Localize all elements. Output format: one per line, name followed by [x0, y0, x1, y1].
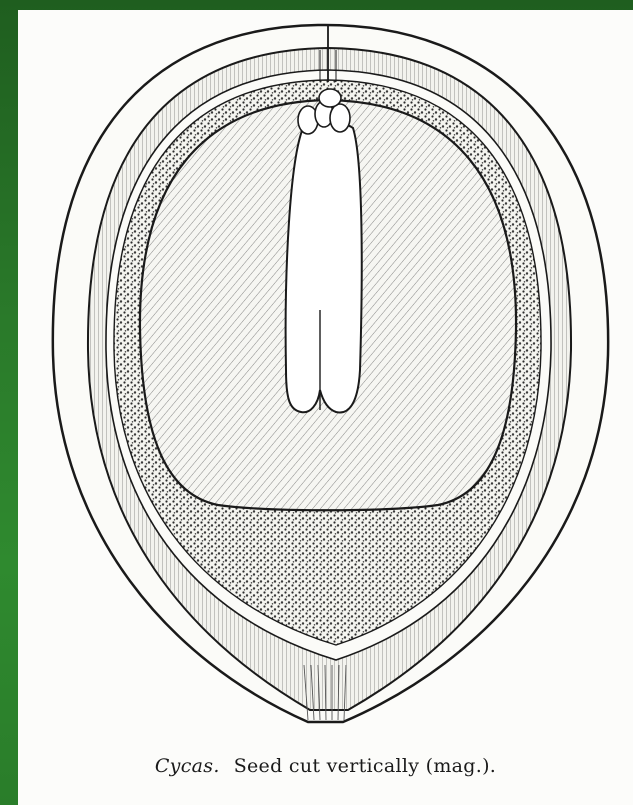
figure-panel: Cycas. Seed cut vertically (mag.).	[18, 10, 633, 805]
caption-description: Seed cut vertically (mag.).	[234, 755, 496, 777]
cycas-seed-illustration	[18, 10, 633, 750]
caption-genus: Cycas.	[155, 755, 220, 777]
figure-caption: Cycas. Seed cut vertically (mag.).	[18, 755, 633, 777]
embryo	[286, 121, 362, 413]
